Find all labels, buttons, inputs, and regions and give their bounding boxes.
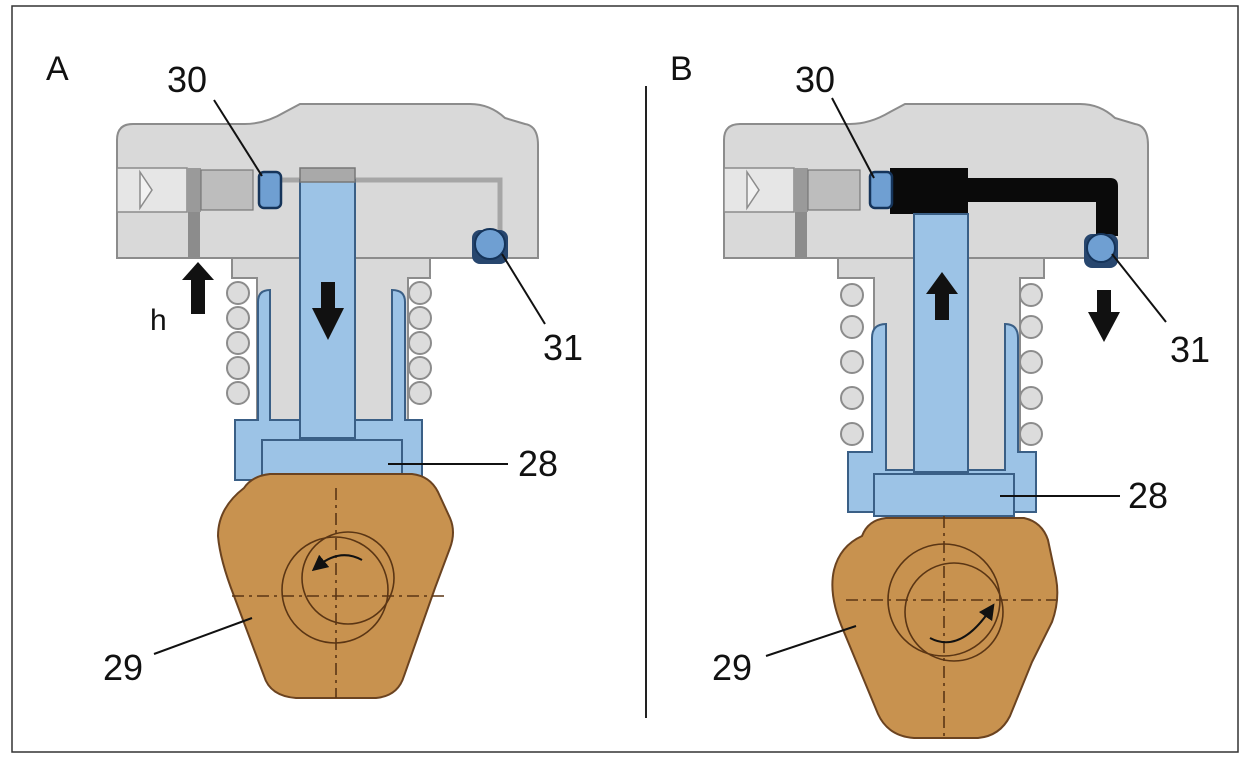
valve-31 xyxy=(472,228,508,264)
inlet-valve-cone xyxy=(746,169,760,211)
outlet-valve-30 xyxy=(257,170,283,210)
plunger-top-cap xyxy=(299,167,356,183)
rotation-arrow-icon xyxy=(311,554,363,572)
leader-31 xyxy=(501,253,546,325)
callout-31: 31 xyxy=(543,327,583,368)
cam-centerlines xyxy=(232,488,448,698)
callout-30: 30 xyxy=(795,59,835,100)
high-pressure-channel xyxy=(890,168,1118,236)
callout-28: 28 xyxy=(518,443,558,484)
inlet-valve-body xyxy=(794,168,808,212)
callout-31: 31 xyxy=(1170,329,1210,370)
inlet-valve-cone xyxy=(139,169,153,211)
panel-a: A xyxy=(46,50,583,699)
callout-30: 30 xyxy=(167,59,207,100)
inlet-valve-spring xyxy=(807,169,861,211)
up-arrow-icon xyxy=(926,272,958,320)
callout-29: 29 xyxy=(103,647,143,688)
spring-cup xyxy=(234,288,423,481)
stroke-label-h: h xyxy=(150,304,167,337)
up-arrow-icon xyxy=(182,262,214,314)
inlet-channel xyxy=(188,212,200,258)
callout-29: 29 xyxy=(712,647,752,688)
outlet-valve-30 xyxy=(868,170,894,210)
callout-28: 28 xyxy=(1128,475,1168,516)
leader-30 xyxy=(213,99,263,177)
inlet-valve-body xyxy=(187,168,201,212)
panel-b: B xyxy=(670,50,1210,739)
down-arrow-icon xyxy=(1088,290,1120,342)
plunger xyxy=(913,213,969,473)
panel-label: B xyxy=(670,50,693,88)
down-arrow-icon xyxy=(312,282,344,340)
spring-left xyxy=(226,281,250,405)
cam-centerlines xyxy=(846,516,1056,738)
figure-frame xyxy=(11,5,1239,753)
leader-31 xyxy=(1111,253,1167,323)
spring-left xyxy=(840,283,864,446)
leader-29 xyxy=(153,617,253,655)
spring-right xyxy=(1019,283,1043,446)
cam-29 xyxy=(831,517,1059,739)
inlet-channel xyxy=(795,212,807,258)
panel-label: A xyxy=(46,50,69,88)
inlet-plug xyxy=(723,167,795,213)
valve-31 xyxy=(1084,233,1118,268)
leader-30 xyxy=(831,97,875,179)
cam-29 xyxy=(216,473,454,699)
roller-tappet xyxy=(873,473,1015,517)
spring-right xyxy=(408,281,432,405)
rotation-arrow-icon xyxy=(929,603,995,644)
leader-29 xyxy=(765,625,857,657)
inlet-valve-spring xyxy=(200,169,254,211)
